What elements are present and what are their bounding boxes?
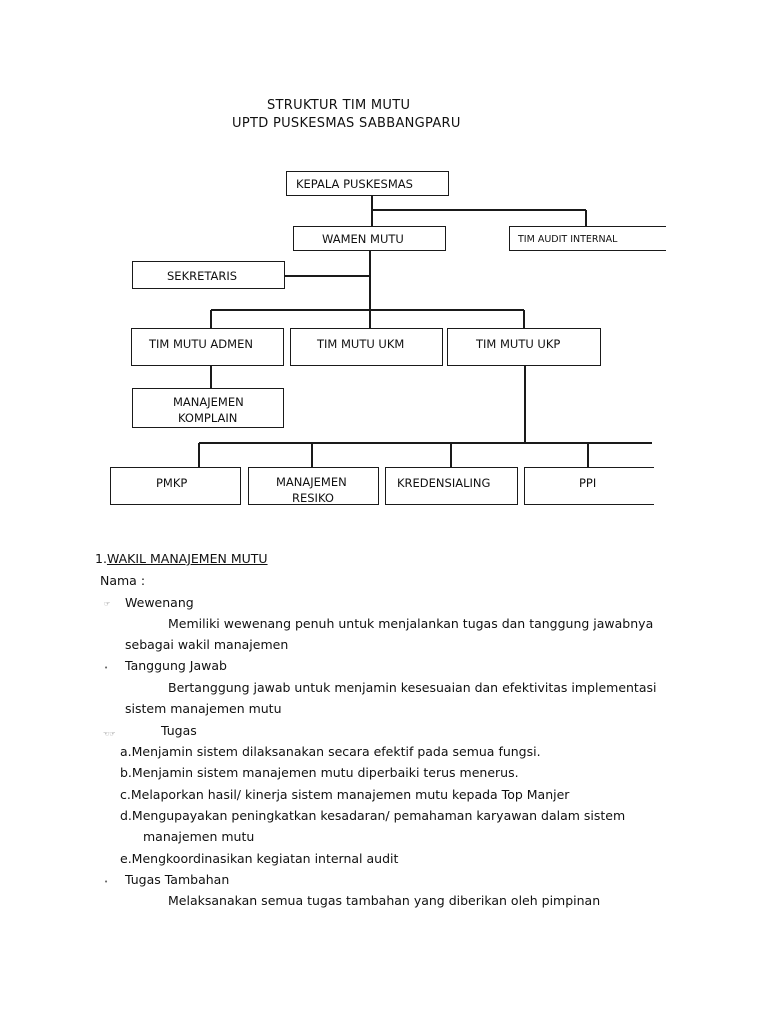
node-tim-audit-internal: TIM AUDIT INTERNAL: [509, 226, 666, 251]
tugas-item-d-marker: d.: [120, 808, 132, 823]
node-manajemen-resiko: MANAJEMEN RESIKO: [248, 467, 379, 505]
nama-label: Nama :: [100, 573, 146, 588]
node-kepala-puskesmas: KEPALA PUSKESMAS: [286, 171, 449, 196]
tanggung-jawab-label: Tanggung Jawab: [125, 658, 227, 673]
wewenang-label: Wewenang: [125, 595, 194, 610]
node-resiko-label-2: RESIKO: [292, 491, 334, 505]
node-pmkp-label: PMKP: [156, 476, 188, 490]
node-tim-mutu-ukp: TIM MUTU UKP: [447, 328, 601, 366]
node-audit-label: TIM AUDIT INTERNAL: [518, 234, 618, 245]
tanggung-jawab-text-1: Bertanggung jawab untuk menjamin kesesua…: [168, 680, 657, 695]
node-ukp-label: TIM MUTU UKP: [476, 337, 561, 351]
org-chart-area: [124, 137, 666, 511]
bullet-tanggung-jawab-icon: •: [104, 664, 109, 672]
node-tim-mutu-admen: TIM MUTU ADMEN: [131, 328, 284, 366]
tugas-item-c-text: Melaporkan hasil/ kinerja sistem manajem…: [130, 787, 570, 802]
node-pmkp: PMKP: [110, 467, 241, 505]
tugas-tambahan-label: Tugas Tambahan: [125, 872, 230, 887]
node-kepala-label: KEPALA PUSKESMAS: [296, 177, 413, 191]
node-ppi: PPI: [524, 467, 654, 505]
tugas-item-b-marker: b.: [120, 765, 132, 780]
chart-title-line-2: UPTD PUSKESMAS SABBANGPARU: [232, 116, 461, 131]
node-wamen-mutu: WAMEN MUTU: [293, 226, 446, 251]
node-sekretaris: SEKRETARIS: [132, 261, 285, 289]
tugas-item-a-text: Menjamin sistem dilaksanakan secara efek…: [131, 744, 541, 759]
node-tim-mutu-ukm: TIM MUTU UKM: [290, 328, 443, 366]
node-wamen-label: WAMEN MUTU: [322, 232, 404, 246]
tugas-label: Tugas: [161, 723, 197, 738]
bullet-tugas-icon: ☜☞: [103, 730, 116, 738]
tanggung-jawab-text-2: sistem manajemen mutu: [125, 701, 282, 716]
section-title: WAKIL MANAJEMEN MUTU: [106, 551, 268, 566]
node-resiko-label-1: MANAJEMEN: [276, 475, 347, 489]
bullet-wewenang-icon: ☞: [104, 600, 111, 608]
tugas-item-b: b.Menjamin sistem manajemen mutu diperba…: [120, 765, 519, 780]
node-admen-label: TIM MUTU ADMEN: [149, 337, 253, 351]
node-kredensialing: KREDENSIALING: [385, 467, 518, 505]
tugas-item-e: e.Mengkoordinasikan kegiatan internal au…: [120, 851, 398, 866]
chart-title-line-1: STRUKTUR TIM MUTU: [267, 98, 411, 113]
node-komplain-label-1: MANAJEMEN: [173, 395, 244, 409]
tugas-item-d-continuation: manajemen mutu: [143, 829, 255, 844]
node-kredensialing-label: KREDENSIALING: [397, 476, 491, 490]
tugas-item-e-marker: e.: [120, 851, 132, 866]
node-ukm-label: TIM MUTU UKM: [317, 337, 405, 351]
wewenang-text-2: sebagai wakil manajemen: [125, 637, 289, 652]
node-komplain-label-2: KOMPLAIN: [178, 411, 238, 425]
tugas-item-c-marker: c.: [120, 787, 131, 802]
wewenang-text-1: Memiliki wewenang penuh untuk menjalanka…: [168, 616, 654, 631]
tugas-item-a: a.Menjamin sistem dilaksanakan secara ef…: [120, 744, 541, 759]
tugas-item-c: c.Melaporkan hasil/ kinerja sistem manaj…: [120, 787, 569, 802]
node-sekretaris-label: SEKRETARIS: [167, 269, 238, 283]
tugas-item-b-text: Menjamin sistem manajemen mutu diperbaik…: [131, 765, 519, 780]
tugas-tambahan-text: Melaksanakan semua tugas tambahan yang d…: [168, 893, 601, 908]
tugas-item-a-marker: a.: [120, 744, 132, 759]
bullet-tugas-tambahan-icon: •: [104, 878, 109, 886]
tugas-item-d: d.Mengupayakan peningkatkan kesadaran/ p…: [120, 808, 625, 823]
section-heading: 1.WAKIL MANAJEMEN MUTU: [95, 551, 268, 566]
section-number: 1.: [95, 551, 107, 566]
tugas-item-d-text: Mengupayakan peningkatkan kesadaran/ pem…: [131, 808, 626, 823]
tugas-item-e-text: Mengkoordinasikan kegiatan internal audi…: [131, 851, 399, 866]
node-ppi-label: PPI: [579, 476, 597, 490]
node-manajemen-komplain: MANAJEMEN KOMPLAIN: [132, 388, 284, 428]
